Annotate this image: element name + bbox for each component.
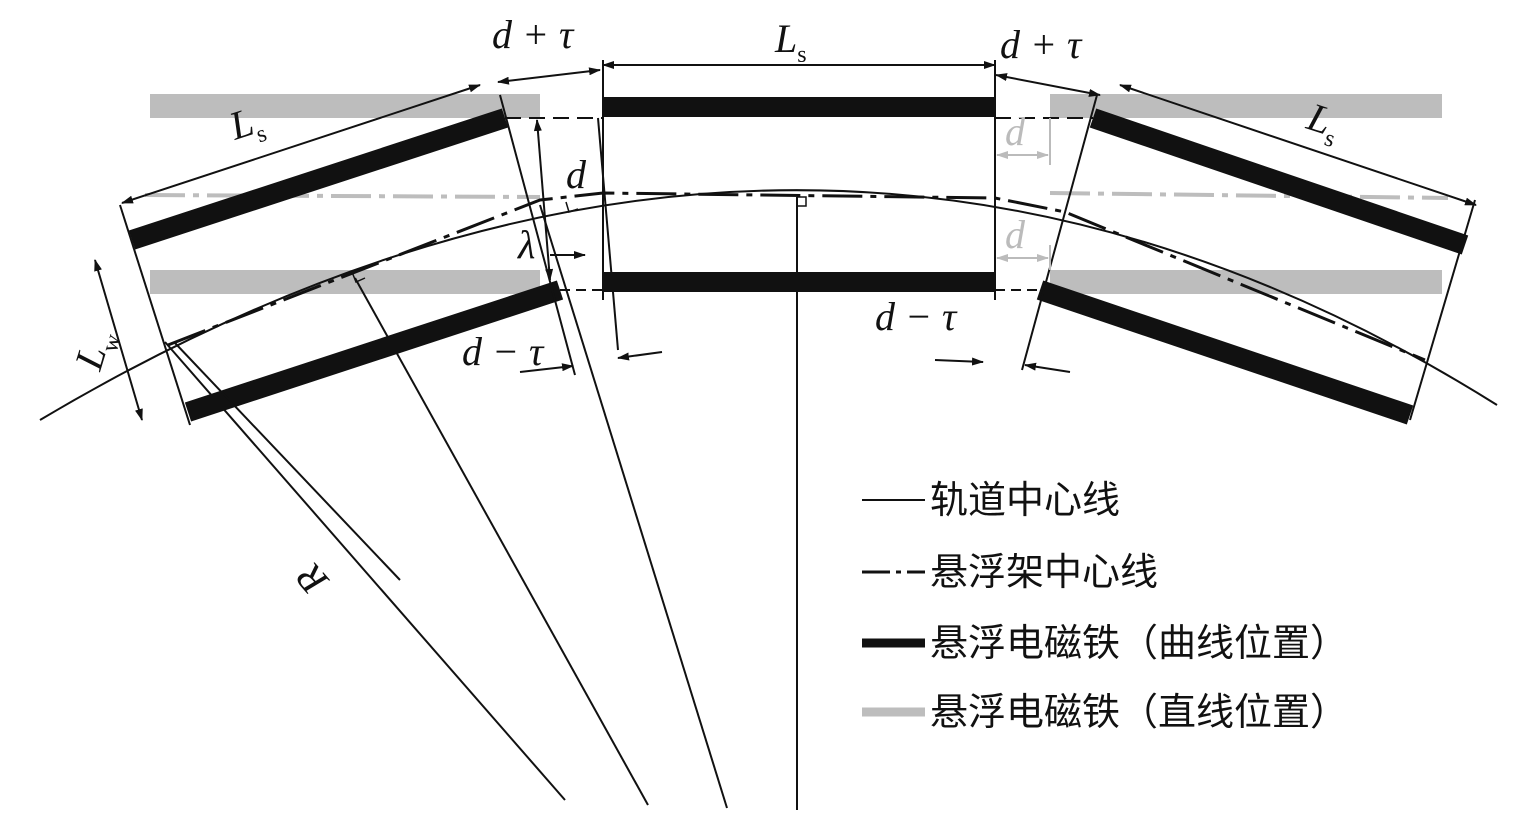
label-d: d (566, 152, 587, 197)
gray-dimension-arrows (996, 118, 1051, 270)
label-lw: Lw (65, 323, 127, 378)
label-d-minus-tau-right: d − τ (875, 294, 958, 339)
label-d-plus-tau-right: d + τ (1000, 22, 1083, 67)
legend-label: 轨道中心线 (930, 478, 1120, 522)
legend-label: 悬浮电磁铁（直线位置） (930, 690, 1348, 734)
track-centerline (39, 189, 1498, 421)
right-angle-marks (351, 196, 807, 284)
segment-end-lines (119, 60, 1476, 426)
legend: 轨道中心线 悬浮架中心线 悬浮电磁铁（曲线位置） 悬浮电磁铁（直线位置） (862, 478, 1348, 734)
frame-centerline (167, 191, 1426, 362)
dimension-arrows (94, 61, 1477, 581)
radial-lines (164, 117, 798, 810)
label-d-gray-top: d (1005, 109, 1026, 154)
label-d-gray-bottom: d (1005, 212, 1026, 257)
label-d-plus-tau-left: d + τ (492, 12, 575, 57)
curve-position-magnets (128, 97, 1469, 425)
legend-label: 悬浮电磁铁（曲线位置） (930, 621, 1348, 665)
label-radius: R (287, 556, 338, 605)
label-d-minus-tau-left: d − τ (462, 329, 545, 374)
label-ls-center: Ls (774, 16, 807, 68)
label-lambda: λ (517, 222, 535, 267)
legend-label: 悬浮架中心线 (930, 550, 1158, 594)
